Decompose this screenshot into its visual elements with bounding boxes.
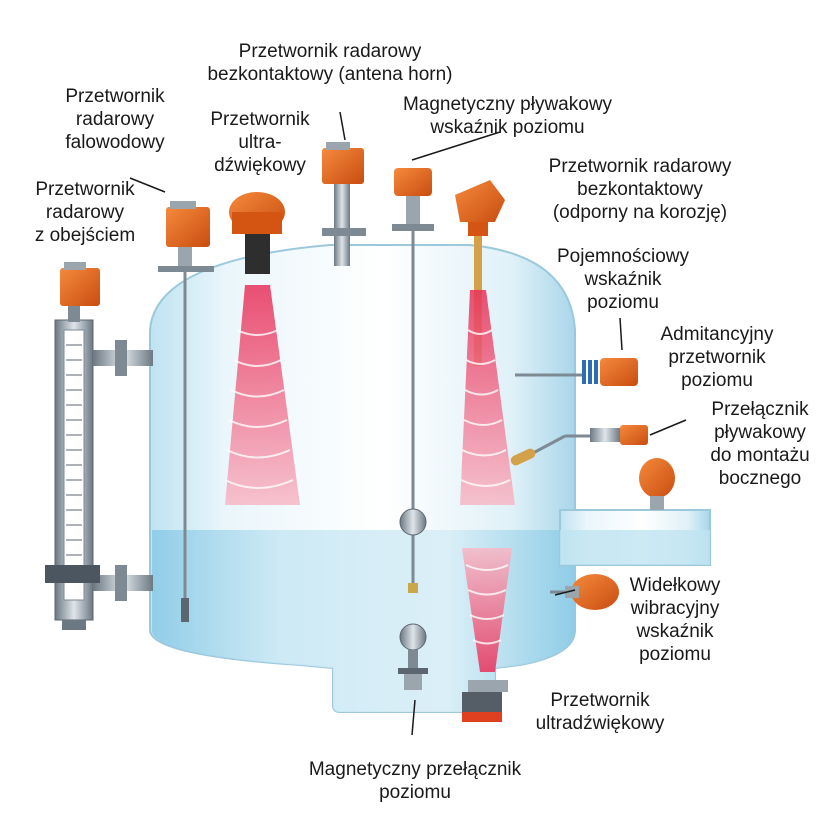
side-float-switch-device [510, 425, 648, 466]
label-corrosion-radar: Przetwornik radarowy bezkontaktowy (odpo… [548, 156, 732, 223]
vibrating-fork-device [550, 574, 619, 610]
label-magnetic-float-indicator: Magnetyczny pływakowy wskaźnik poziomu [402, 94, 613, 138]
ultrasonic-top-device [224, 192, 300, 505]
label-vibrating-fork: Widełkowy wibracyjny wskaźnik poziomu [629, 575, 721, 665]
magnetic-switch-device [398, 623, 428, 690]
bypass-chamber [45, 262, 153, 630]
label-side-float-switch: Przełącznik pływakowy do montażu boczneg… [710, 399, 810, 489]
capacitive-device [515, 358, 638, 386]
pipe-switch-device [639, 458, 675, 510]
leader-lines [129, 111, 687, 736]
label-admittance: Admitancyjny przetwornik poziomu [660, 324, 774, 391]
horn-radar-device [322, 142, 366, 266]
corrosion-radar-device [455, 180, 515, 505]
label-horn-radar: Przetwornik radarowy bezkontaktowy (ante… [207, 41, 453, 85]
label-magnetic-switch: Magnetyczny przełącznik poziomu [308, 759, 522, 803]
label-ultrasonic-top: Przetwornik ultra- dźwiękowy [210, 109, 310, 176]
label-ultrasonic-bottom: Przetwornik ultradźwiękowy [535, 690, 665, 734]
label-guided-wave-radar: Przetwornik radarowy falowodowy [65, 86, 165, 153]
label-bypass-radar: Przetwornik radarowy z obejściem [34, 179, 136, 246]
magnetic-float-device [392, 168, 434, 593]
guided-wave-radar-device [158, 201, 214, 622]
label-capacitive: Pojemnościowy wskaźnik poziomu [557, 246, 689, 313]
liquid [152, 530, 575, 712]
ultrasonic-bottom-device [462, 548, 512, 722]
